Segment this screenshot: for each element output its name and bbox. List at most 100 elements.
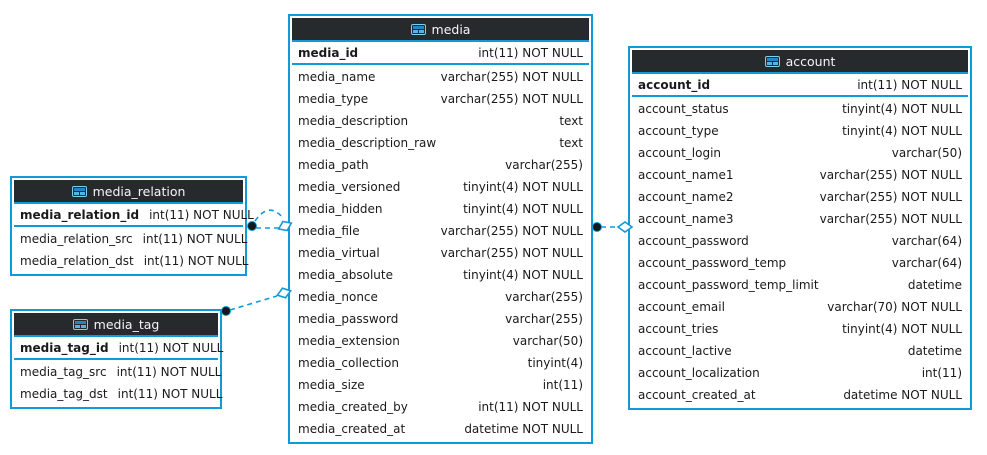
column-row[interactable]: account_login varchar(50) [632, 142, 968, 164]
column-type: datetime [907, 344, 962, 358]
table-header[interactable]: account [632, 50, 968, 74]
table-icon [71, 185, 87, 197]
pk-row[interactable]: media_relation_id int(11) NOT NULL [14, 204, 254, 227]
column-row[interactable]: account_email varchar(70) NOT NULL [632, 296, 968, 318]
pk-row[interactable]: media_id int(11) NOT NULL [292, 42, 589, 65]
column-row[interactable]: media_extension varchar(50) [292, 330, 589, 352]
column-name: media_description [298, 114, 409, 128]
relation-line-media_tag-media[interactable] [221, 286, 293, 316]
relation-endpoint-dot[interactable] [247, 221, 257, 231]
column-row[interactable]: media_description text [292, 110, 589, 132]
column-name: account_name3 [638, 212, 734, 226]
column-type: int(11) NOT NULL [142, 232, 248, 246]
relation-line-media-account[interactable] [592, 221, 634, 233]
column-name: media_relation_src [20, 232, 133, 246]
column-row[interactable]: media_relation_src int(11) NOT NULL [14, 228, 247, 250]
column-name: account_tries [638, 322, 719, 336]
relation-line-media_relation-media-2[interactable] [254, 209, 284, 222]
column-name: media_size [298, 378, 365, 392]
column-name: media_relation_id [20, 207, 140, 222]
column-type: varchar(255) [505, 312, 583, 326]
column-type: varchar(50) [512, 334, 583, 348]
pk-row[interactable]: media_tag_id int(11) NOT NULL [14, 337, 223, 360]
column-type: datetime NOT NULL [843, 388, 962, 402]
table-header[interactable]: media_tag [14, 313, 218, 337]
column-type: tinyint(4) [527, 356, 583, 370]
table-media[interactable]: media media_id int(11) NOT NULL media_na… [288, 14, 593, 444]
column-type: int(11) NOT NULL [143, 254, 249, 268]
pk-row[interactable]: account_id int(11) NOT NULL [632, 74, 968, 97]
column-type: int(11) NOT NULL [478, 45, 583, 60]
column-name: media_collection [298, 356, 399, 370]
column-type: varchar(70) NOT NULL [827, 300, 962, 314]
column-type: int(11) NOT NULL [118, 340, 224, 355]
column-name: media_tag_id [20, 340, 109, 355]
column-row[interactable]: media_collection tinyint(4) [292, 352, 589, 374]
column-name: account_email [638, 300, 725, 314]
column-type: varchar(255) [505, 290, 583, 304]
table-media_relation[interactable]: media_relation media_relation_id int(11)… [10, 176, 254, 276]
column-name: media_description_raw [298, 136, 437, 150]
column-type: tinyint(4) NOT NULL [463, 202, 583, 216]
table-account[interactable]: account account_id int(11) NOT NULL acco… [628, 46, 972, 410]
column-row[interactable]: media_absolute tinyint(4) NOT NULL [292, 264, 589, 286]
table-media_tag[interactable]: media_tag media_tag_id int(11) NOT NULL … [10, 309, 223, 409]
column-name: media_absolute [298, 268, 393, 282]
column-name: media_id [298, 45, 359, 60]
column-row[interactable]: media_relation_dst int(11) NOT NULL [14, 250, 248, 272]
column-type: text [559, 114, 583, 128]
column-name: account_localization [638, 366, 760, 380]
column-row[interactable]: media_size int(11) [292, 374, 589, 396]
column-type: int(11) NOT NULL [478, 400, 583, 414]
table-title: media_tag [93, 316, 160, 332]
column-type: tinyint(4) NOT NULL [463, 180, 583, 194]
column-name: account_status [638, 102, 729, 116]
column-type: varchar(255) NOT NULL [440, 92, 583, 106]
table-header[interactable]: media_relation [14, 180, 243, 204]
column-type: tinyint(4) NOT NULL [463, 268, 583, 282]
column-type: varchar(50) [891, 146, 962, 160]
column-name: media_relation_dst [20, 254, 134, 268]
column-name: account_type [638, 124, 719, 138]
table-header[interactable]: media [292, 18, 589, 42]
column-name: media_virtual [298, 246, 380, 260]
column-type: varchar(64) [891, 256, 962, 270]
column-name: account_name2 [638, 190, 734, 204]
column-name: media_extension [298, 334, 400, 348]
column-name: account_password [638, 234, 749, 248]
column-name: account_login [638, 146, 722, 160]
column-name: media_name [298, 70, 376, 84]
column-name: media_created_at [298, 422, 406, 436]
column-type: int(11) [542, 378, 583, 392]
